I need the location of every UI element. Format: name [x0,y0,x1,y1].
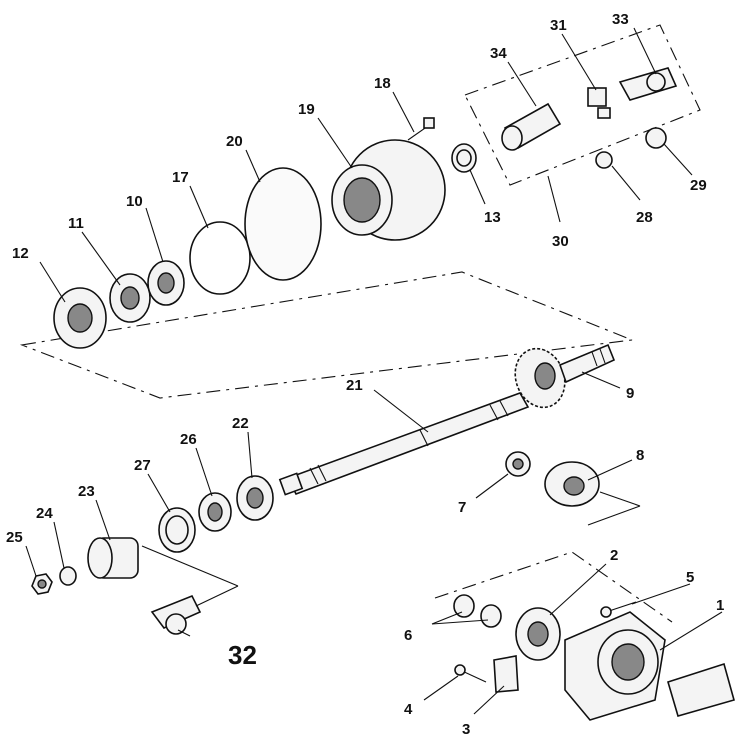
leader-lines [25,27,723,715]
output-shaft-21[interactable] [278,392,530,496]
callout-22: 22 [232,415,249,432]
bearing-11[interactable] [109,273,151,323]
gear-8[interactable] [544,461,600,507]
callout-2: 2 [610,547,618,564]
o-ring-17[interactable] [189,221,251,295]
callout-11: 11 [68,215,84,232]
callout-13: 13 [484,209,501,226]
callout-30: 30 [552,233,569,250]
callout-9: 9 [626,385,634,402]
callout-3: 3 [462,721,470,738]
coupling-23[interactable] [87,537,139,579]
callout-20: 20 [226,133,243,150]
housing-19[interactable] [331,139,446,241]
shim-20[interactable] [244,167,322,281]
yoke-32[interactable] [150,594,202,635]
callout-24: 24 [36,505,53,522]
callout-10: 10 [126,193,143,210]
spider-31[interactable] [587,87,611,119]
bearing-12[interactable] [53,287,107,349]
callout-1: 1 [716,597,724,614]
shims-6[interactable] [453,594,502,628]
callout-5: 5 [686,569,694,586]
yoke-33[interactable] [618,67,678,101]
callout-12: 12 [12,245,29,262]
callout-27: 27 [134,457,151,474]
bolt-4[interactable] [454,664,487,683]
callout-33: 33 [612,11,629,28]
callout-6: 6 [404,627,412,644]
callout-17: 17 [172,169,189,186]
lower-housing-dashed-outline [434,551,673,623]
case-1[interactable] [564,611,735,721]
bevel-gear-9[interactable] [507,342,616,415]
callout-4: 4 [404,701,413,718]
yoke-group-dashed-outline [464,24,701,186]
callout-32: 32 [228,640,257,670]
callout-29: 29 [690,177,707,194]
callout-28: 28 [636,209,653,226]
callout-26: 26 [180,431,197,448]
upper-assembly-dashed-outline [19,271,633,399]
bearing-22[interactable] [236,475,274,521]
callout-23: 23 [78,483,95,500]
yoke-34[interactable] [501,102,562,151]
callout-25: 25 [6,529,23,546]
callout-7: 7 [458,499,466,516]
callout-19: 19 [298,101,315,118]
callout-21: 21 [346,377,363,394]
nut-7[interactable] [505,451,531,477]
nut-25[interactable] [31,573,53,595]
callout-8: 8 [636,447,644,464]
callout-34: 34 [490,45,507,62]
plate-3[interactable] [493,655,519,693]
callout-labels: 12 11 10 17 20 19 18 13 34 31 33 29 28 3… [6,11,724,738]
callout-18: 18 [374,75,391,92]
washer-24[interactable] [59,566,77,586]
washer-29[interactable] [645,127,667,149]
ring-26[interactable] [198,492,232,532]
bolt-5[interactable] [600,601,637,618]
callout-31: 31 [550,17,567,34]
seal-27[interactable] [158,507,196,553]
bearing-10[interactable] [147,260,185,306]
bolt-18[interactable] [407,117,435,141]
washer-28[interactable] [595,151,613,169]
seal-13[interactable] [451,143,477,173]
bearing-2[interactable] [515,607,561,661]
